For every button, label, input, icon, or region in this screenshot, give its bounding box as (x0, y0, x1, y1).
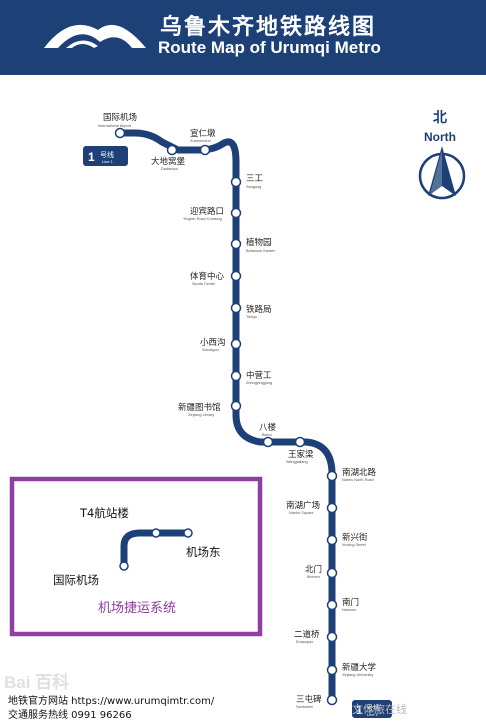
line1-badge-top: 1 号线 Line 1 (83, 146, 128, 166)
svg-text:小西沟: 小西沟 (200, 337, 226, 348)
svg-text:中营工: 中营工 (246, 370, 272, 381)
header-banner: 乌鲁木齐地铁路线图 Route Map of Urumqi Metro (0, 0, 486, 75)
svg-text:Tieluju: Tieluju (246, 315, 257, 319)
station-xuanrendun[interactable]: 宣仁墩 Xuanrendun (190, 128, 216, 156)
station-xinjiang-library[interactable]: 新疆图书馆 Xinjiang Library (178, 400, 242, 418)
svg-text:植物园: 植物园 (246, 237, 272, 248)
svg-text:Xinjiang University: Xinjiang University (342, 673, 373, 677)
svg-text:迎宾路口: 迎宾路口 (190, 206, 224, 217)
inset-title: 机场捷运系统 (98, 601, 176, 616)
svg-text:机场东: 机场东 (186, 545, 221, 559)
svg-text:二道桥: 二道桥 (294, 629, 320, 640)
svg-text:Line 1: Line 1 (367, 712, 379, 717)
svg-text:Nanhu North Road: Nanhu North Road (342, 478, 374, 482)
svg-text:Line 1: Line 1 (102, 159, 114, 164)
svg-text:新疆大学: 新疆大学 (342, 662, 377, 673)
station-xiaoxigou[interactable]: 小西沟 Xiaoxigou (200, 337, 242, 352)
svg-text:号线: 号线 (100, 150, 114, 159)
svg-text:国际机场: 国际机场 (103, 112, 137, 123)
footer-info: 地铁官方网站 https://www.urumqimtr.com/ 交通服务热线… (8, 695, 214, 723)
svg-text:T4航站楼: T4航站楼 (79, 506, 129, 520)
svg-text:Beimen: Beimen (307, 575, 320, 579)
svg-text:Erdaoqiao: Erdaoqiao (296, 640, 313, 644)
watermark-baike: Bai 百科 (4, 673, 70, 692)
line1-track (116, 129, 336, 704)
svg-text:八楼: 八楼 (259, 422, 277, 433)
svg-text:三工: 三工 (246, 174, 264, 184)
inset-station-intl-airport[interactable]: 国际机场 (53, 561, 129, 587)
svg-text:Nanmen: Nanmen (342, 608, 356, 612)
svg-text:Xiaoxigou: Xiaoxigou (202, 348, 219, 352)
svg-text:大地窝堡: 大地窝堡 (151, 156, 186, 167)
svg-text:Nanhu Square: Nanhu Square (289, 511, 314, 515)
svg-text:International Airport: International Airport (98, 124, 132, 128)
svg-text:新兴街: 新兴街 (342, 532, 368, 543)
station-yingbin-road[interactable]: 迎宾路口 Yingbin Road Crossing (183, 206, 242, 221)
station-sangong[interactable]: 三工 Sangong (230, 174, 264, 189)
inset-station-airport-east[interactable]: 机场东 (183, 528, 221, 559)
svg-text:Santunbei: Santunbei (296, 705, 313, 709)
station-tieluju[interactable]: 铁路局 Tieluju (230, 302, 272, 320)
svg-text:号线: 号线 (366, 703, 380, 712)
svg-text:Zhongyinggong: Zhongyinggong (246, 381, 272, 385)
svg-text:三屯碑: 三屯碑 (296, 694, 322, 705)
station-beimen[interactable]: 北门 Beimen (305, 564, 338, 579)
station-xinxing-street[interactable]: 新兴街 Xinxing Street (326, 532, 369, 547)
svg-text:Xinxing Street: Xinxing Street (342, 543, 367, 547)
svg-text:南湖北路: 南湖北路 (342, 467, 377, 478)
svg-text:铁路局: 铁路局 (246, 304, 272, 315)
svg-text:Balou: Balou (262, 433, 272, 437)
station-erdaoqiao[interactable]: 二道桥 Erdaoqiao (294, 629, 338, 644)
footer-website[interactable]: 地铁官方网站 https://www.urumqimtr.com/ (8, 696, 215, 707)
svg-text:南门: 南门 (342, 597, 359, 608)
north-compass: 北 North (418, 110, 466, 200)
station-zhongyinggong[interactable]: 中营工 Zhongyinggong (230, 370, 273, 385)
svg-text:Xuanrendun: Xuanrendun (190, 139, 211, 143)
north-arrow-icon (418, 146, 466, 200)
footer-hotline: 交通服务热线 0991 96266 (8, 710, 132, 721)
svg-text:国际机场: 国际机场 (53, 573, 99, 587)
svg-text:Botanical Garden: Botanical Garden (246, 249, 275, 253)
svg-text:Wangjialiang: Wangjialiang (286, 460, 308, 464)
station-balou[interactable]: 八楼 Balou (259, 422, 277, 448)
title-english: Route Map of Urumqi Metro (158, 38, 381, 57)
station-santunbei[interactable]: 三屯碑 Santunbei (296, 694, 338, 709)
svg-text:宣仁墩: 宣仁墩 (190, 128, 216, 139)
svg-text:新疆图书馆: 新疆图书馆 (178, 402, 221, 413)
svg-text:Dadiwopu: Dadiwopu (161, 167, 178, 171)
svg-text:Sangong: Sangong (246, 185, 261, 189)
svg-text:体育中心: 体育中心 (190, 271, 225, 282)
svg-text:南湖广场: 南湖广场 (286, 500, 320, 511)
station-sports-center[interactable]: 体育中心 Sports Center (190, 270, 242, 286)
svg-text:North: North (424, 130, 456, 144)
station-international-airport[interactable]: 国际机场 International Airport (98, 112, 137, 139)
svg-text:1: 1 (356, 703, 363, 717)
svg-text:北门: 北门 (305, 564, 322, 575)
svg-text:Yingbin Road Crossing: Yingbin Road Crossing (183, 217, 222, 221)
svg-text:Sports Center: Sports Center (192, 282, 216, 286)
airport-express-inset: T4航站楼 机场东 国际机场 机场捷运系统 (9, 476, 263, 637)
station-nanhu-square[interactable]: 南湖广场 Nanhu Square (286, 500, 338, 515)
station-botanical-garden[interactable]: 植物园 Botanical Garden (230, 237, 276, 253)
svg-text:Xinjiang Library: Xinjiang Library (188, 413, 214, 417)
station-dadiwopu[interactable]: 大地窝堡 Dadiwopu (151, 144, 186, 172)
svg-text:王家梁: 王家梁 (288, 449, 314, 460)
svg-text:北: 北 (433, 110, 447, 126)
station-xinjiang-university[interactable]: 新疆大学 Xinjiang University (326, 662, 377, 677)
inset-station-t4[interactable]: T4航站楼 (79, 506, 161, 538)
airport-express-track (120, 529, 192, 570)
station-nanmen[interactable]: 南门 Nanmen (326, 597, 360, 612)
station-nanhu-north-road[interactable]: 南湖北路 Nanhu North Road (326, 467, 377, 482)
watermark-source: 文体旅在线 (352, 703, 407, 716)
svg-text:1: 1 (88, 150, 95, 164)
line1-badge-bottom: 1 号线 Line 1 (352, 700, 392, 718)
metro-logo-icon (44, 24, 146, 48)
station-wangjialiang[interactable]: 王家梁 Wangjialiang (286, 436, 314, 465)
title-chinese: 乌鲁木齐地铁路线图 (160, 15, 377, 40)
